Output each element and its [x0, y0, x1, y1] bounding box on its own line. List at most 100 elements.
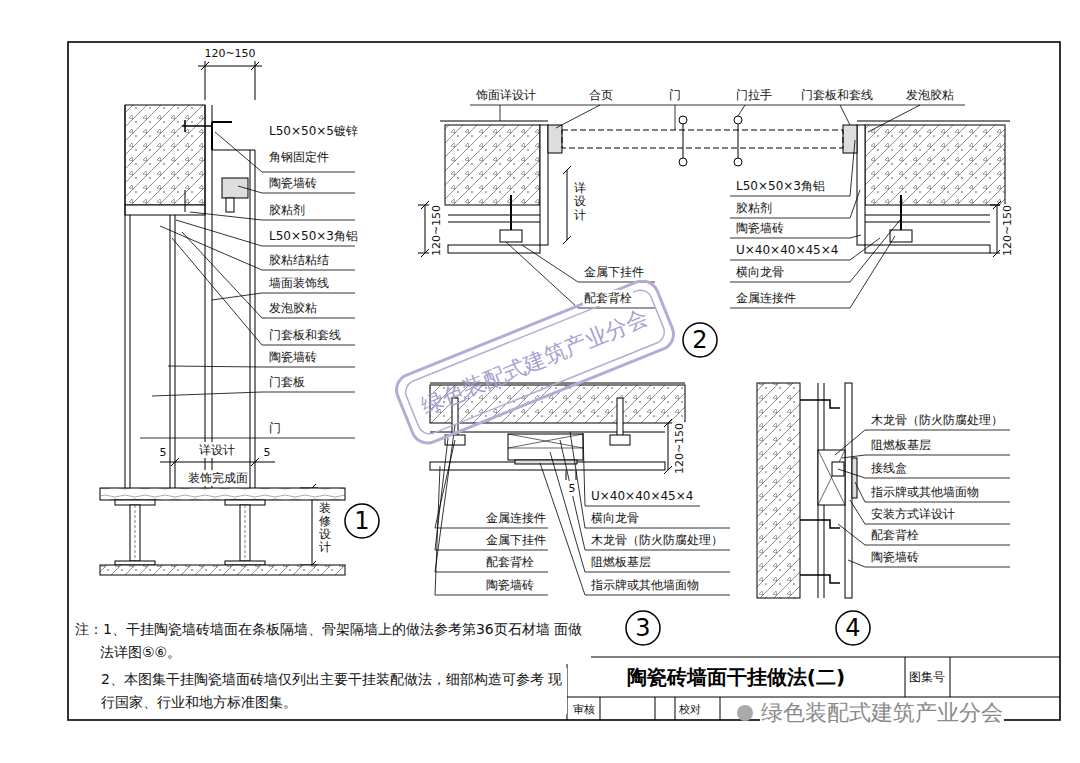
callout-label: 门拉手: [735, 87, 773, 103]
callout-label: 门: [268, 420, 282, 436]
leader-line: [730, 220, 900, 282]
watermark-text: 绿色装配式建筑产业分会: [417, 304, 653, 420]
floor-section: [135, 505, 245, 561]
detail-2-plan: [865, 245, 990, 253]
dimension-line: [418, 166, 1001, 257]
detail-2-plan: [857, 125, 865, 245]
drawing-title: 陶瓷砖墙面干挂做法(二): [627, 664, 845, 691]
callout-label: 接线盒: [870, 460, 908, 476]
callout-label: 配套背栓: [583, 290, 633, 306]
detail-2-plan: [500, 230, 522, 242]
leader-line: [435, 466, 548, 595]
leader-line: [172, 238, 355, 345]
detail-index-circle: 2: [682, 322, 718, 358]
callout-label: 发泡胶粘: [905, 87, 955, 103]
leader-line: [140, 438, 355, 439]
detail-2-plan: [679, 116, 687, 124]
leader-line: [570, 432, 730, 528]
dimension-line: [160, 458, 275, 466]
callout-label: 指示牌或其他墙面物: [870, 484, 980, 500]
callout-label: 墙面装饰线: [268, 275, 330, 291]
detail-1-section: [125, 205, 205, 215]
callout-label: 门: [668, 87, 682, 103]
callout-label: 金属连接件: [735, 290, 797, 306]
detail-4-section: [852, 458, 857, 498]
leader-line: [470, 105, 965, 308]
dimension-text: 5: [159, 445, 168, 460]
dimension-line: [198, 60, 262, 100]
floor-section: [115, 500, 155, 505]
leader-line: [730, 238, 880, 260]
index-circle-outline: [626, 611, 660, 645]
leader-line: [550, 452, 730, 572]
callout-label: 金属下挂件: [485, 532, 547, 548]
detail-2-plan: [511, 195, 901, 230]
detail-1-section: [125, 105, 205, 205]
watermark-icon: [737, 705, 753, 721]
leader-line: [850, 500, 1010, 524]
detail-1-section: [182, 120, 212, 132]
detail-2-plan: [734, 158, 742, 166]
dimension-text: 5: [568, 481, 577, 496]
callout-label: 木龙骨（防火防腐处理）: [870, 412, 1004, 428]
detail-2-plan: [843, 125, 857, 153]
detail-4-section: [818, 450, 845, 505]
title-block-cell: 审核: [572, 702, 596, 717]
dimension-text: 120~150: [1001, 203, 1016, 256]
callout-label: 门套板: [268, 374, 306, 390]
index-circle-outline: [345, 504, 379, 538]
detail-2-plan: [562, 130, 843, 148]
leader-line: [730, 190, 860, 218]
leader-line: [730, 140, 855, 196]
index-circle-outline: [683, 323, 717, 357]
detail-4-section: [818, 450, 845, 505]
callout-label: 装饰完成面: [187, 470, 249, 486]
leader-line: [470, 105, 965, 106]
floor-section: [100, 565, 345, 575]
leader-line: [522, 245, 655, 282]
detail-index-circle: 4: [835, 610, 871, 646]
detail-4-section: [845, 383, 852, 598]
detail-2-plan: [540, 125, 548, 245]
callout-label: 胶粘剂: [268, 202, 306, 218]
callout-label: 阻燃板基层: [870, 437, 932, 453]
detail-2-plan: [548, 125, 562, 153]
callout-label: 金属连接件: [485, 510, 547, 526]
detail-2-plan: [440, 116, 1010, 253]
callout-label: 陶瓷墙砖: [268, 175, 318, 191]
callout-label: 陶瓷墙砖: [485, 577, 535, 593]
dimension-line: [664, 419, 672, 474]
leader-line: [838, 524, 1010, 545]
leader-line: [560, 440, 730, 550]
floor-section: [100, 488, 345, 575]
dimension-text: 120~150: [203, 46, 256, 61]
floor-section: [225, 500, 265, 505]
callout-label: 横向龙骨: [590, 510, 640, 526]
detail-number: 3: [635, 615, 650, 641]
title-block-cell: 图集号: [908, 669, 946, 685]
detail-index-circle: 3: [625, 610, 661, 646]
title-cell: 陶瓷砖墙面干挂做法(二): [567, 657, 905, 697]
leader-line: [212, 293, 355, 300]
watermark-stamp: [402, 287, 668, 438]
detail-2-plan: [734, 116, 742, 124]
detail-3-plan: [515, 460, 577, 464]
title-block-cell: 校对: [678, 702, 702, 717]
callout-label: 配套背栓: [870, 527, 920, 543]
sheet-frame: [68, 42, 1060, 720]
leader-line: [500, 105, 920, 132]
detail-1-section: [185, 190, 186, 212]
floor-section: [100, 488, 345, 500]
leader-line: [435, 425, 548, 572]
watermark-stamp: [392, 276, 679, 448]
note-text: 2、本图集干挂陶瓷墙面砖墙仅列出主要干挂装配做法，细部构造可参考 现行国家、行业…: [100, 668, 567, 714]
callout-label: L50×50×5镀锌 角钢固定件: [268, 118, 362, 170]
detail-2-plan: [683, 116, 738, 166]
detail-2-plan: [445, 125, 540, 205]
callout-label: 饰面详设计: [475, 87, 537, 103]
callout-label: 陶瓷墙砖: [735, 220, 785, 236]
leader-line: [506, 242, 655, 308]
callout-label: 指示牌或其他墙面物: [590, 577, 700, 593]
callout-label: 门套板和套线: [268, 327, 342, 343]
callout-label: L50×50×3角铝: [268, 228, 359, 244]
